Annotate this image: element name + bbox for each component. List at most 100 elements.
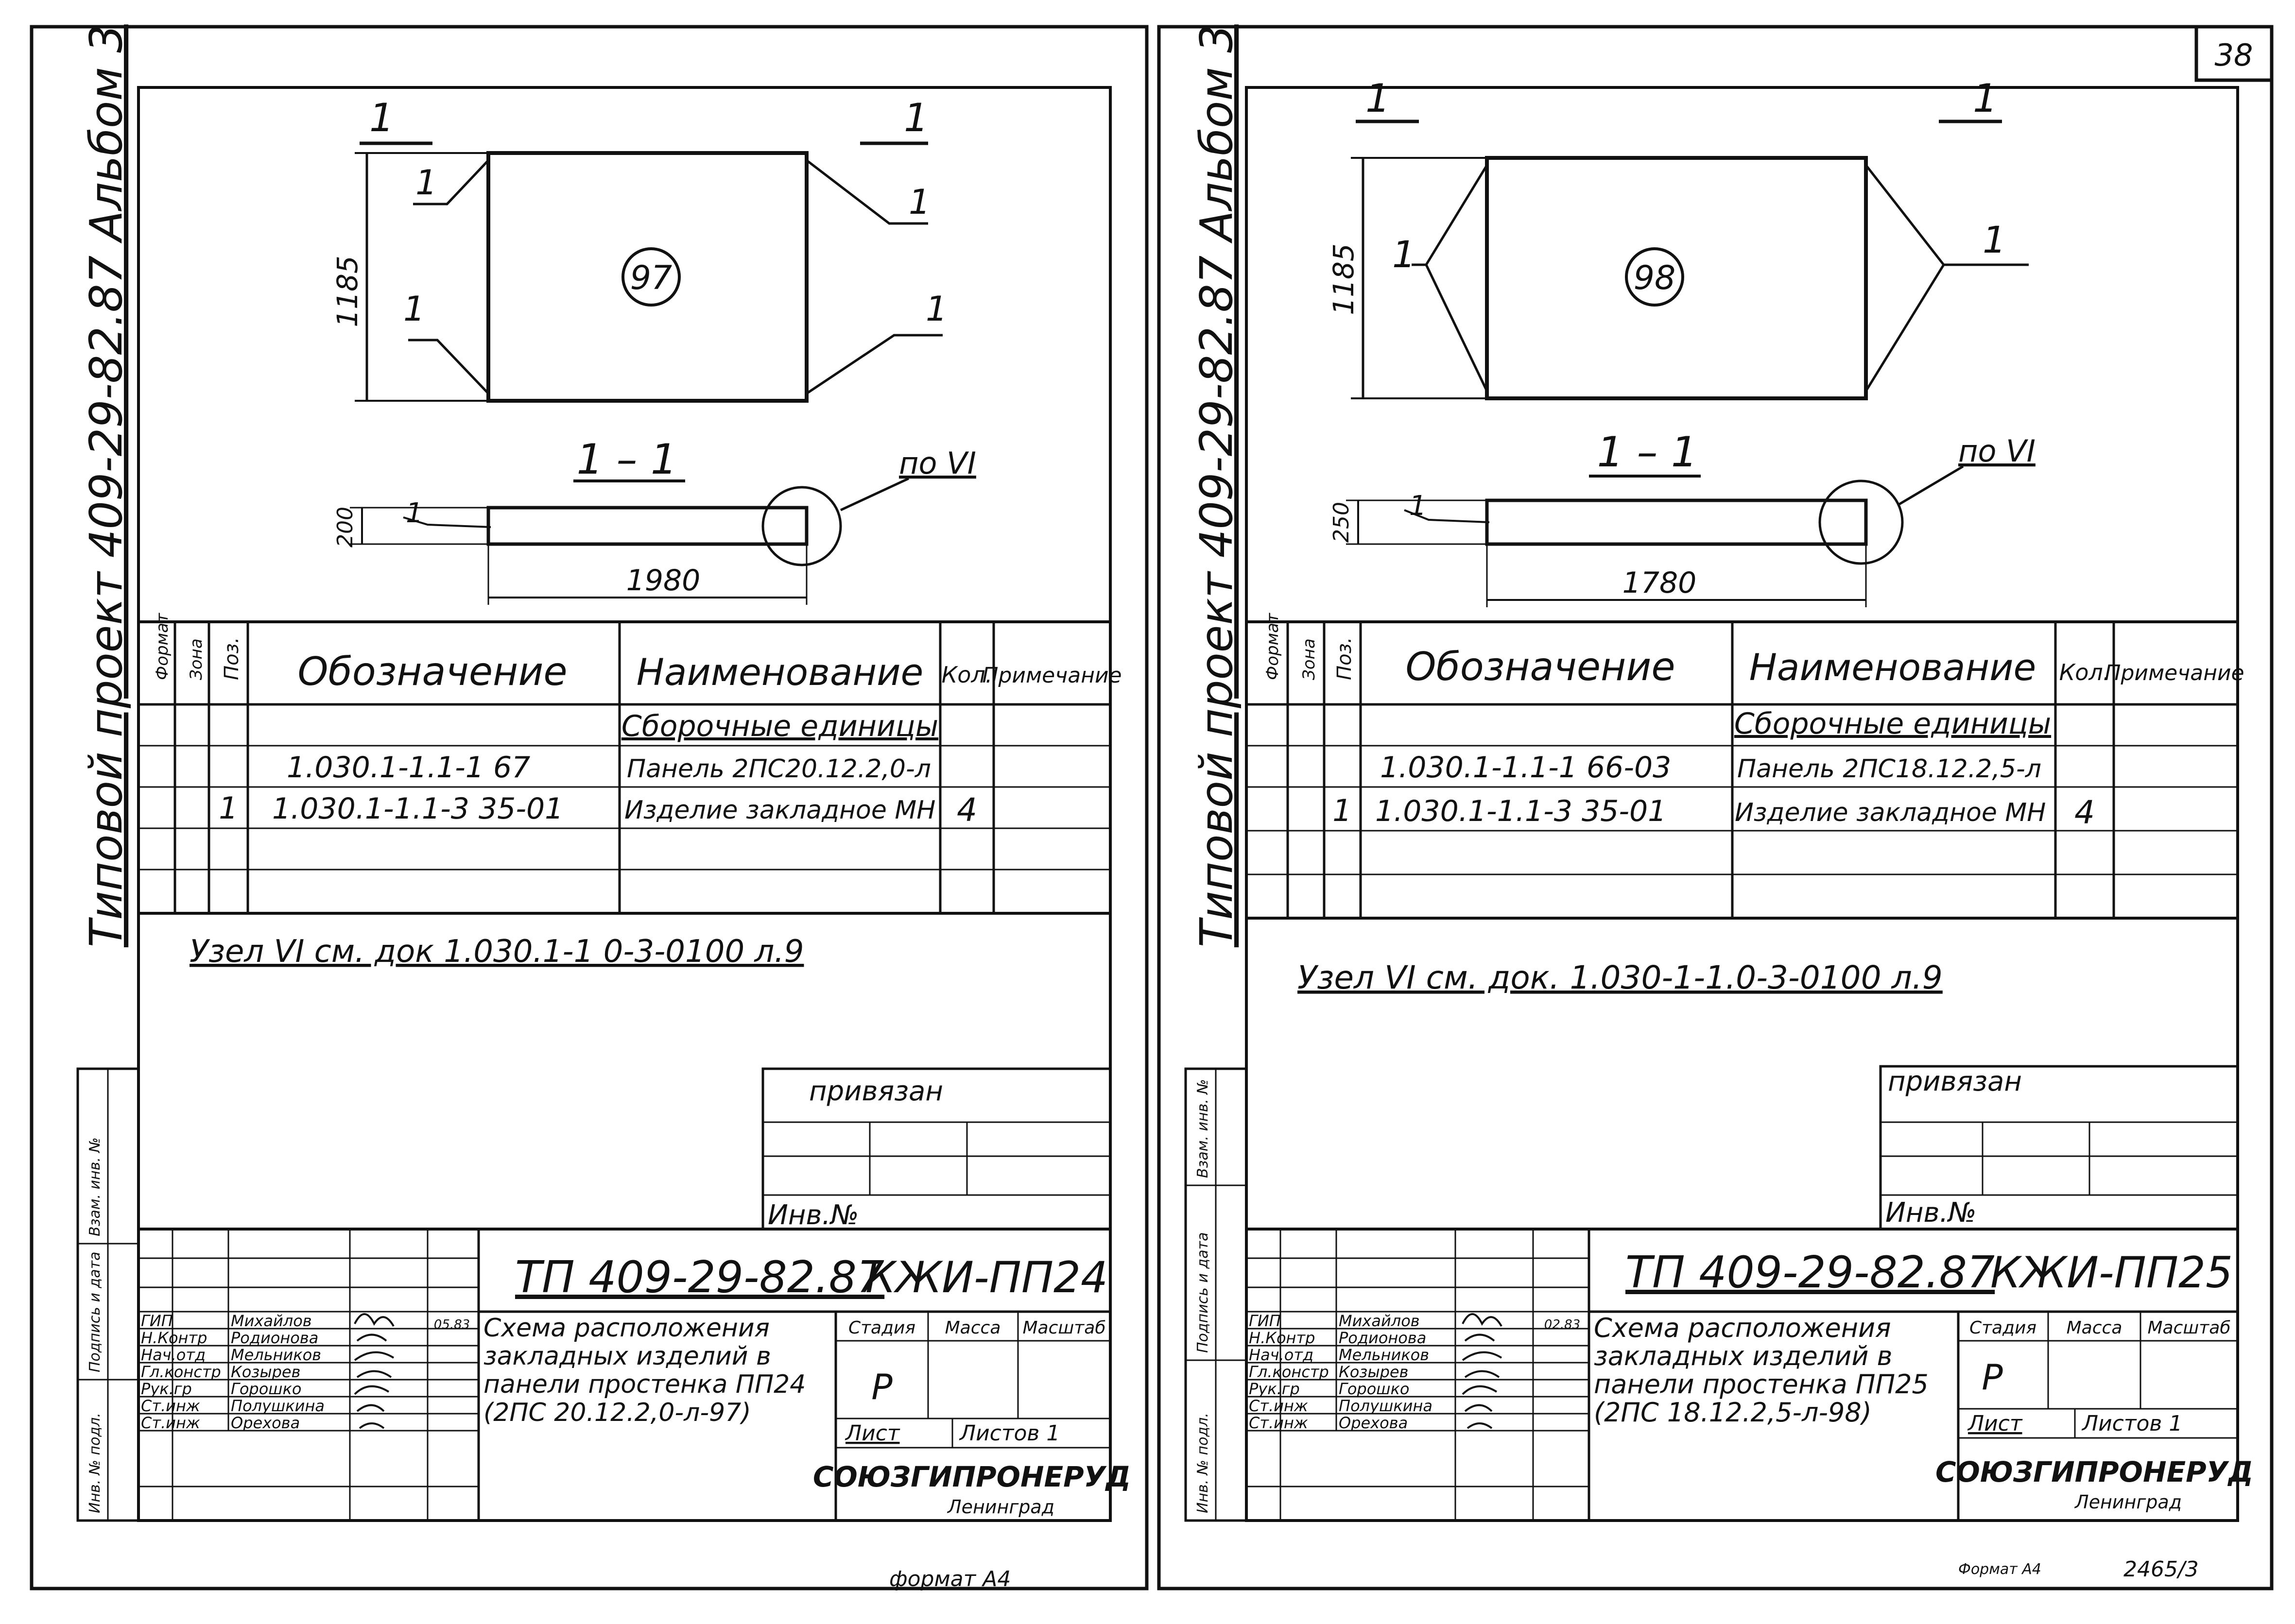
stage-value-left: Р	[871, 1367, 893, 1407]
sheet-label-right: Лист	[1967, 1411, 2023, 1436]
panel-number-circle-right	[1625, 247, 1684, 307]
sheet-number-box	[2194, 25, 2274, 82]
mass-header-right: Масса	[2067, 1318, 2122, 1338]
sheets-label-right: Листов 1	[2081, 1411, 2182, 1436]
node-note-right: Узел VI см. док. 1.030-1-1.0-3-0100 л.9	[1297, 959, 1943, 996]
section-mark-right-a: 1	[1365, 76, 1390, 121]
section-title-right: 1 – 1	[1597, 428, 1697, 477]
spec-row-designation: 1.030.1-1.1-1 67	[287, 751, 530, 785]
name-row: Орехова	[231, 1414, 300, 1432]
spec-header-designation: Обозначение	[297, 649, 567, 694]
spec-table-left: Формат Зона Поз. Обозначение Наименовани…	[137, 613, 1122, 915]
spec-header-format: Формат	[1263, 613, 1282, 680]
left-stamp-vzam: Взам. инв. №	[1194, 1079, 1211, 1178]
side-title-left: Типовой проект 409-29-82.87 Альбом 3	[80, 24, 132, 947]
role-stinzh: Ст.инж	[141, 1397, 200, 1415]
section-view-right	[1485, 498, 1868, 546]
left-stamp-vzam: Взам. инв. №	[86, 1137, 104, 1236]
callout-left-3: 1	[403, 289, 425, 329]
spec-header-pos: Поз.	[1333, 637, 1356, 680]
spec-header-zone: Зона	[1299, 638, 1319, 680]
org-name-left: СОЮЗГИПРОНЕРУД	[813, 1460, 1131, 1493]
callout-left-4: 1	[926, 289, 948, 329]
spec-group-title: Сборочные единицы	[1734, 707, 2051, 741]
name-row: Мельников	[231, 1346, 321, 1364]
stage-header-left: Стадия	[848, 1318, 915, 1338]
inv-no-label-left: Инв.№	[768, 1199, 859, 1231]
node-ref-left: по VI	[899, 445, 976, 481]
title-block-left: ТП 409-29-82.87 КЖИ-ПП24 Схема расположе…	[137, 1228, 1131, 1522]
spec-header-zone: Зона	[187, 638, 206, 680]
title-code-left: ТП 409-29-82.87	[515, 1252, 884, 1303]
panel-number-circle-left	[621, 247, 681, 307]
sheets-label-left: Листов 1	[959, 1421, 1060, 1446]
name-row: Козырев	[231, 1363, 300, 1381]
callout-left-2: 1	[909, 182, 931, 222]
title-code-right: ТП 409-29-82.87	[1625, 1247, 1995, 1298]
role-gip: ГИП	[1249, 1312, 1281, 1330]
section-mark-left-b: 1	[904, 95, 929, 140]
format-label-left: формат А4	[889, 1567, 1011, 1591]
spec-header-qty: Кол.	[942, 662, 993, 688]
archive-number: 2465/3	[2123, 1557, 2199, 1582]
plan-dim-height-right: 1185	[1327, 243, 1360, 315]
name-row: Горошко	[231, 1380, 301, 1398]
name-row: Полушкина	[1339, 1397, 1432, 1415]
privyazan-label-right: привязан	[1888, 1066, 2022, 1097]
name-row: Михайлов	[1339, 1312, 1420, 1330]
role-stinzh: Ст.инж	[1249, 1414, 1308, 1432]
scale-header-left: Масштаб	[1022, 1318, 1105, 1338]
section-mark-left-a: 1	[369, 95, 394, 140]
node-circle-left	[761, 486, 842, 566]
callout-right-2: 1	[1983, 218, 2006, 261]
side-title-right: Типовой проект 409-29-82.87 Альбом 3	[1191, 24, 1242, 947]
date-right: 02.83	[1544, 1317, 1580, 1332]
name-row: Полушкина	[231, 1397, 325, 1415]
spec-header-qty: Кол.	[2059, 659, 2110, 685]
spec-header-designation: Обозначение	[1405, 644, 1675, 689]
stage-header-right: Стадия	[1969, 1318, 2036, 1338]
spec-row-pos: 1	[1332, 793, 1351, 828]
org-city-right: Ленинград	[2074, 1491, 2182, 1513]
name-row: Мельников	[1339, 1346, 1429, 1364]
section-title-left: 1 – 1	[576, 435, 677, 484]
org-city-left: Ленинград	[947, 1496, 1054, 1518]
spec-header-name: Наименование	[1749, 646, 2036, 689]
format-label-right: Формат А4	[1958, 1561, 2041, 1578]
role-stinzh: Ст.инж	[141, 1414, 200, 1432]
sheet-border-right	[1157, 25, 2274, 1590]
section-dim-length-left: 1980	[626, 564, 701, 598]
stage-value-right: Р	[1982, 1357, 2003, 1398]
left-stamp-inv-podl: Инв. № подл.	[86, 1413, 104, 1513]
name-row: Родионова	[231, 1329, 318, 1347]
node-circle-right	[1818, 479, 1904, 565]
spec-row-qty: 4	[957, 791, 977, 829]
spec-header-pos: Поз.	[221, 637, 243, 680]
role-nkontr: Н.Контр	[1249, 1329, 1315, 1347]
section-view-left	[486, 506, 809, 546]
section-mark-right-b: 1	[1973, 76, 1998, 121]
title-block-right: ТП 409-29-82.87 КЖИ-ПП25 Схема расположе…	[1245, 1228, 2253, 1522]
spec-row-name: Изделие закладное МН	[624, 796, 935, 825]
name-row: Михайлов	[231, 1312, 312, 1330]
privyazan-label-left: привязан	[809, 1076, 943, 1107]
spec-row-name: Панель 2ПС18.12.2,5-л	[1737, 754, 2041, 784]
spec-row-designation: 1.030.1-1.1-3 35-01	[272, 792, 563, 826]
spec-header-format: Формат	[153, 613, 172, 680]
name-row: Горошко	[1339, 1380, 1409, 1398]
left-stamp-inv-podl: Инв. № подл.	[1194, 1413, 1211, 1513]
name-row: Орехова	[1339, 1414, 1408, 1432]
name-row: Родионова	[1339, 1329, 1426, 1347]
sheet-number: 38	[2215, 37, 2253, 73]
title-mark-left: КЖИ-ПП24	[865, 1252, 1108, 1302]
panel-number-left: 97	[630, 259, 673, 297]
callout-right-1: 1	[1392, 233, 1415, 276]
title-text-right: Схема расположения закладных изделий в п…	[1594, 1314, 1929, 1428]
spec-row-name: Панель 2ПС20.12.2,0-л	[627, 754, 931, 784]
scale-header-right: Масштаб	[2147, 1318, 2230, 1338]
spec-header-name: Наименование	[637, 650, 924, 694]
section-callout-left: 1	[406, 497, 423, 529]
signatures-left	[354, 1313, 395, 1429]
sheet-border-left	[30, 25, 1149, 1590]
spec-row-qty: 4	[2074, 794, 2095, 831]
